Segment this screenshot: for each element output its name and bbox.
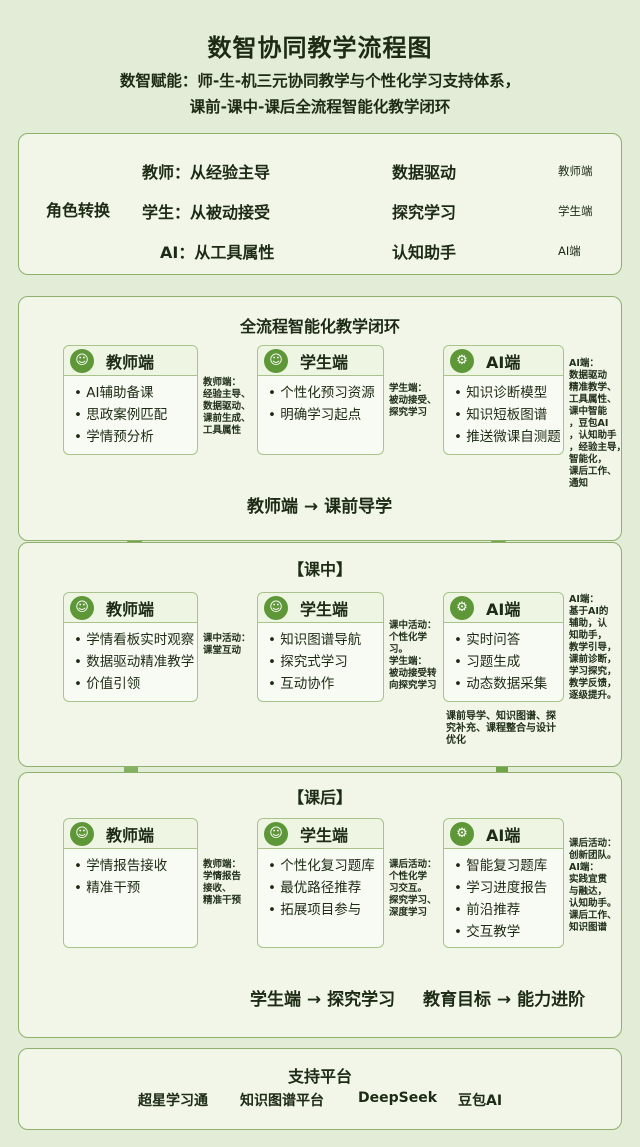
list-item: 互动协作 [268, 673, 383, 695]
list-item: 动态数据采集 [454, 673, 563, 695]
ai-brain-icon: ⚙ [450, 595, 474, 620]
role-row-ai-from: AI：从工具属性 [160, 243, 275, 262]
in-class-title: 【课中】 [287, 560, 352, 579]
role-row-teacher-from: 教师：从经验主导 [142, 163, 271, 182]
list-item: 学情预分析 [74, 426, 197, 448]
list-item: 学习进度报告 [454, 877, 563, 899]
pre-student-card: ☺ 学生端 个性化预习资源 明确学习起点 [257, 345, 384, 455]
pre-teacher-card: ☺ 教师端 AI辅助备课 思政案例匹配 学情预分析 [63, 345, 198, 455]
after-class-title: 【课后】 [287, 788, 352, 807]
post-ai-title: AI端 [486, 825, 521, 845]
list-item: 学情看板实时观察 [74, 629, 197, 651]
post-student-note: 课后活动： 个性化学 习交互。 探究学习、 深度学习 [389, 859, 437, 918]
mid-teacher-note: 课中活动： 课堂互动 [203, 633, 251, 656]
post-teacher-title: 教师端 [106, 825, 155, 845]
role-row-ai-end: AI端 [558, 244, 581, 258]
list-item: 实时问答 [454, 629, 563, 651]
list-item: 交互教学 [454, 921, 563, 943]
pre-flow-text: 教师端 → 课前导学 [247, 497, 393, 517]
teacher-avatar-icon: ☺ [70, 595, 94, 620]
list-item: 前沿推荐 [454, 899, 563, 921]
list-item: AI辅助备课 [74, 382, 197, 404]
support-platform-panel [18, 1048, 622, 1130]
list-item: 探究式学习 [268, 651, 383, 673]
student-avatar-icon: ☺ [264, 821, 288, 846]
role-row-student-from: 学生：从被动接受 [142, 203, 271, 222]
page-subtitle: 数智赋能：师-生-机三元协同教学与个性化学习支持体系， 课前-课中-课后全流程智… [0, 68, 640, 120]
subtitle-line-1: 数智赋能：师-生-机三元协同教学与个性化学习支持体系， [119, 72, 521, 90]
list-item: 个性化预习资源 [268, 382, 383, 404]
post-student-list: 个性化复习题库 最优路径推荐 拓展项目参与 [258, 849, 383, 921]
platform-item: 知识图谱平台 [240, 1093, 324, 1109]
subtitle-line-2: 课前-课中-课后全流程智能化教学闭环 [189, 98, 451, 116]
pre-ai-note: AI端： 数据驱动 精准教学、 工具属性、 课中智能 ，豆包AI ，认知助手 ，… [569, 358, 627, 489]
post-flow-left: 学生端 → 探究学习 [250, 990, 396, 1010]
list-item: 拓展项目参与 [268, 899, 383, 921]
pre-class-title: 全流程智能化教学闭环 [239, 317, 400, 336]
list-item: 最优路径推荐 [268, 877, 383, 899]
pre-student-note: 学生端： 被动接受、 探究学习 [389, 383, 437, 418]
student-avatar-icon: ☺ [264, 348, 288, 373]
pre-teacher-note: 教师端： 经验主导、 数据驱动、 课前生成、 工具属性 [203, 377, 251, 436]
teacher-avatar-icon: ☺ [70, 348, 94, 373]
role-row-ai-to: 认知助手 [392, 243, 457, 262]
list-item: 知识诊断模型 [454, 382, 563, 404]
mid-ai-card: ⚙ AI端 实时问答 习题生成 动态数据采集 [443, 592, 564, 702]
mid-student-note: 课中活动： 个性化学 习。 学生端： 被动接受转 向探究学习 [389, 620, 437, 691]
platform-item: 豆包AI [458, 1093, 503, 1109]
role-row-student-to: 探究学习 [392, 203, 457, 222]
pre-ai-card: ⚙ AI端 知识诊断模型 知识短板图谱 推送微课自测题 [443, 345, 564, 455]
list-item: 价值引领 [74, 673, 197, 695]
mid-teacher-card: ☺ 教师端 学情看板实时观察 数据驱动精准教学 价值引领 [63, 592, 198, 702]
pre-ai-title: AI端 [486, 352, 521, 372]
platform-item: DeepSeek [358, 1090, 438, 1106]
list-item: 精准干预 [74, 877, 197, 899]
platform-item: 超星学习通 [138, 1093, 208, 1109]
student-avatar-icon: ☺ [264, 595, 288, 620]
list-item: 知识图谱导航 [268, 629, 383, 651]
list-item: 明确学习起点 [268, 404, 383, 426]
list-item: 习题生成 [454, 651, 563, 673]
list-item: 推送微课自测题 [454, 426, 563, 448]
mid-teacher-list: 学情看板实时观察 数据驱动精准教学 价值引领 [64, 623, 197, 695]
post-teacher-note: 教师端： 学情报告 接收、 精准干预 [203, 859, 242, 906]
role-row-student-end: 学生端 [558, 204, 593, 218]
post-ai-card: ⚙ AI端 智能复习题库 学习进度报告 前沿推荐 交互教学 [443, 818, 564, 948]
pre-teacher-title: 教师端 [106, 352, 155, 372]
support-platform-title: 支持平台 [287, 1067, 352, 1086]
role-row-teacher-end: 教师端 [558, 164, 593, 178]
list-item: 数据驱动精准教学 [74, 651, 197, 673]
post-teacher-list: 学情报告接收 精准干预 [64, 849, 197, 899]
role-row-teacher-to: 数据驱动 [392, 163, 457, 182]
role-transformation-label: 角色转换 [46, 201, 111, 220]
mid-ai-title: AI端 [486, 599, 521, 619]
pre-teacher-list: AI辅助备课 思政案例匹配 学情预分析 [64, 376, 197, 448]
list-item: 学情报告接收 [74, 855, 197, 877]
teacher-avatar-icon: ☺ [70, 821, 94, 846]
list-item: 思政案例匹配 [74, 404, 197, 426]
list-item: 智能复习题库 [454, 855, 563, 877]
ai-brain-icon: ⚙ [450, 348, 474, 373]
post-flow-right: 教育目标 → 能力进阶 [423, 990, 586, 1010]
mid-student-card: ☺ 学生端 知识图谱导航 探究式学习 互动协作 [257, 592, 384, 702]
pre-ai-list: 知识诊断模型 知识短板图谱 推送微课自测题 [444, 376, 563, 448]
mid-bottom-note: 课前导学、知识图谱、探 究补充、课程整合与设计 优化 [446, 711, 556, 746]
list-item: 个性化复习题库 [268, 855, 383, 877]
mid-ai-note: AI端： 基于AI的 辅助，认 知助手， 教学引导， 课前诊断， 学习探究， 教… [569, 594, 617, 701]
mid-teacher-title: 教师端 [106, 599, 155, 619]
mid-ai-list: 实时问答 习题生成 动态数据采集 [444, 623, 563, 695]
post-student-title: 学生端 [300, 825, 349, 845]
post-ai-list: 智能复习题库 学习进度报告 前沿推荐 交互教学 [444, 849, 563, 943]
post-ai-note: 课后活动： 创新团队。 AI端： 实践宜贯 与融达， 认知助手。 课后工作、 知… [569, 838, 617, 933]
ai-brain-icon: ⚙ [450, 821, 474, 846]
pre-student-list: 个性化预习资源 明确学习起点 [258, 376, 383, 426]
list-item: 知识短板图谱 [454, 404, 563, 426]
post-teacher-card: ☺ 教师端 学情报告接收 精准干预 [63, 818, 198, 948]
mid-student-title: 学生端 [300, 599, 349, 619]
post-student-card: ☺ 学生端 个性化复习题库 最优路径推荐 拓展项目参与 [257, 818, 384, 948]
page-title: 数智协同教学流程图 [207, 34, 433, 62]
pre-student-title: 学生端 [300, 352, 349, 372]
mid-student-list: 知识图谱导航 探究式学习 互动协作 [258, 623, 383, 695]
role-transformation-panel [18, 133, 622, 275]
